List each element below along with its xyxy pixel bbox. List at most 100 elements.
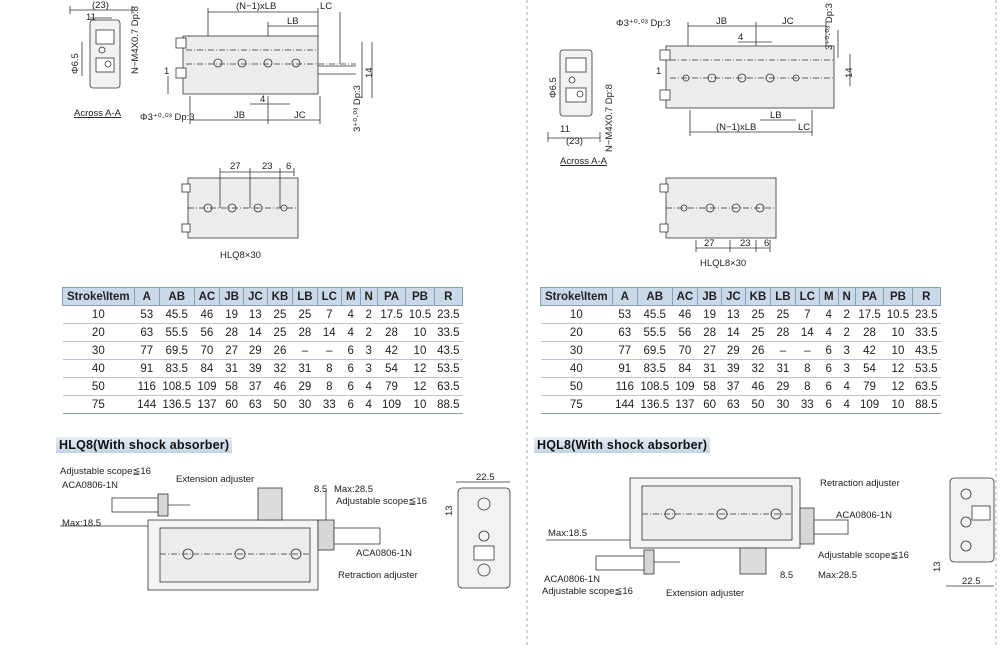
left-retract-adjuster: Retraction adjuster [338,570,418,581]
table-cell: 14 [721,323,746,342]
table-header-cell: Stroke\Item [62,287,135,306]
table-cell: 4 [838,377,856,396]
table-header-cell: LB [770,287,796,306]
table-cell: 25 [267,305,293,324]
table-cell: 6 [341,359,361,378]
table-cell: 30 [770,395,796,414]
left-d225: 22.5 [476,472,495,483]
table-header-cell: LC [316,287,342,306]
table-header-cell: JB [697,287,722,306]
table-cell: 14 [795,323,820,342]
table-cell: 77 [612,341,638,360]
table-cell: 28 [770,323,796,342]
table-header-cell: AC [193,287,221,306]
table-cell: 28 [377,323,406,342]
left-dim-14: 14 [364,67,375,78]
right-dim-jb: JB [716,16,727,27]
right-cylinder-body [665,45,835,109]
table-cell: 137 [672,395,698,414]
table-cell: 25 [267,323,293,342]
left-d85: 8.5 [314,484,327,495]
table-cell: 6 [819,341,839,360]
left-caption-across: Across A-A [74,108,122,119]
table-cell: 3 [360,341,378,360]
table-cell: 45.5 [159,305,195,324]
table-cell: 63 [134,323,160,342]
left-section-title: HLQ8(With shock absorber) [56,437,233,453]
right-mid-d23: 23 [740,238,751,249]
table-cell: 6 [341,341,361,360]
left-max185: Max:18.5 [62,518,101,529]
table-cell: 3 [360,359,378,378]
table-cell: 7 [317,305,342,324]
table-cell: 32 [745,359,771,378]
table-cell: 25 [770,305,796,324]
table-cell: 4 [819,323,839,342]
left-dim-nlb: (N−1)xLB [236,1,276,12]
right-mid-d27: 27 [704,238,715,249]
table-cell: 31 [292,359,318,378]
table-cell: 3 [838,341,856,360]
left-tap-label: N−M4X0.7 Dp:8 [130,6,141,74]
table-header-cell: N [837,287,856,306]
right-ext-adjuster: Extension adjuster [666,588,744,599]
table-cell: 14 [243,323,268,342]
table-cell: 4 [360,377,378,396]
left-bottom-diagram [60,481,511,591]
table-cell: 10.5 [883,305,913,324]
right-adj-scope-2: Adjustable scope≦16 [542,586,633,597]
table-cell: 144 [612,395,638,414]
left-max285: Max:28.5 [334,484,373,495]
left-dim-23: (23) [92,0,109,11]
table-cell: 6 [819,395,839,414]
left-adj-scope-2: Adjustable scope≦16 [336,496,427,507]
table-cell: 8 [317,359,342,378]
table-cell: 70 [194,341,220,360]
left-dim-1: 1 [164,66,169,77]
table-cell: 84 [194,359,220,378]
right-retract-adjuster: Retraction adjuster [820,478,900,489]
right-d85: 8.5 [780,570,793,581]
left-d13: 13 [444,505,455,516]
right-dim-1: 1 [656,66,661,77]
table-cell: 2 [838,305,856,324]
right-dim-lc: LC [798,122,810,133]
table-cell: 4 [838,395,856,414]
table-header-cell: PB [405,287,435,306]
table-cell: 84 [672,359,698,378]
table-cell: 25 [745,323,771,342]
table-cell: 23.5 [434,305,463,324]
table-header-cell: PB [883,287,913,306]
table-cell: 108.5 [637,377,673,396]
table-cell: 10 [405,341,435,360]
right-dim-11: 11 [560,124,570,135]
table-cell: 10 [540,305,613,324]
table-cell: 39 [721,359,746,378]
left-dim-phi65: Φ6.5 [70,53,81,74]
table-cell: 77 [134,341,160,360]
table-cell: 75 [62,395,135,414]
table-cell: 137 [194,395,220,414]
table-cell: 28 [219,323,244,342]
table-header-cell: N [359,287,378,306]
left-shock-absorber [111,497,161,513]
table-cell: 39 [243,359,268,378]
table-cell: 46 [672,305,698,324]
table-header-cell: KB [266,287,294,306]
table-cell: 8 [317,377,342,396]
table-cell: 8 [795,359,820,378]
right-d225: 22.5 [962,576,981,587]
left-dim-jb: JB [234,110,245,121]
table-cell: 63 [721,395,746,414]
